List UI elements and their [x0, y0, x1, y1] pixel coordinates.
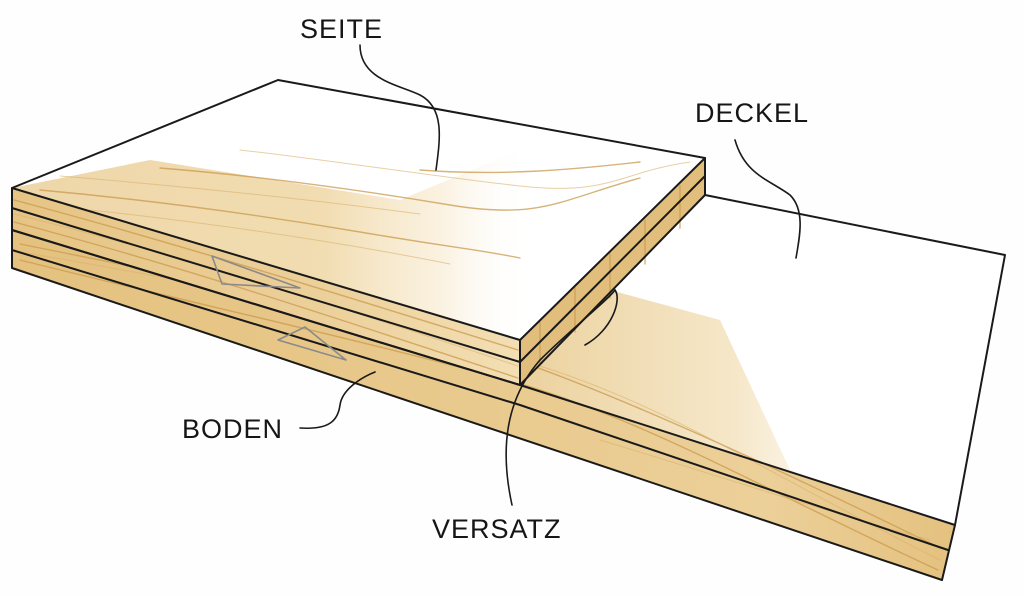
label-boden: BODEN [182, 414, 283, 444]
label-versatz: VERSATZ [432, 514, 562, 544]
label-deckel: DECKEL [695, 98, 809, 128]
label-seite: SEITE [300, 14, 383, 44]
